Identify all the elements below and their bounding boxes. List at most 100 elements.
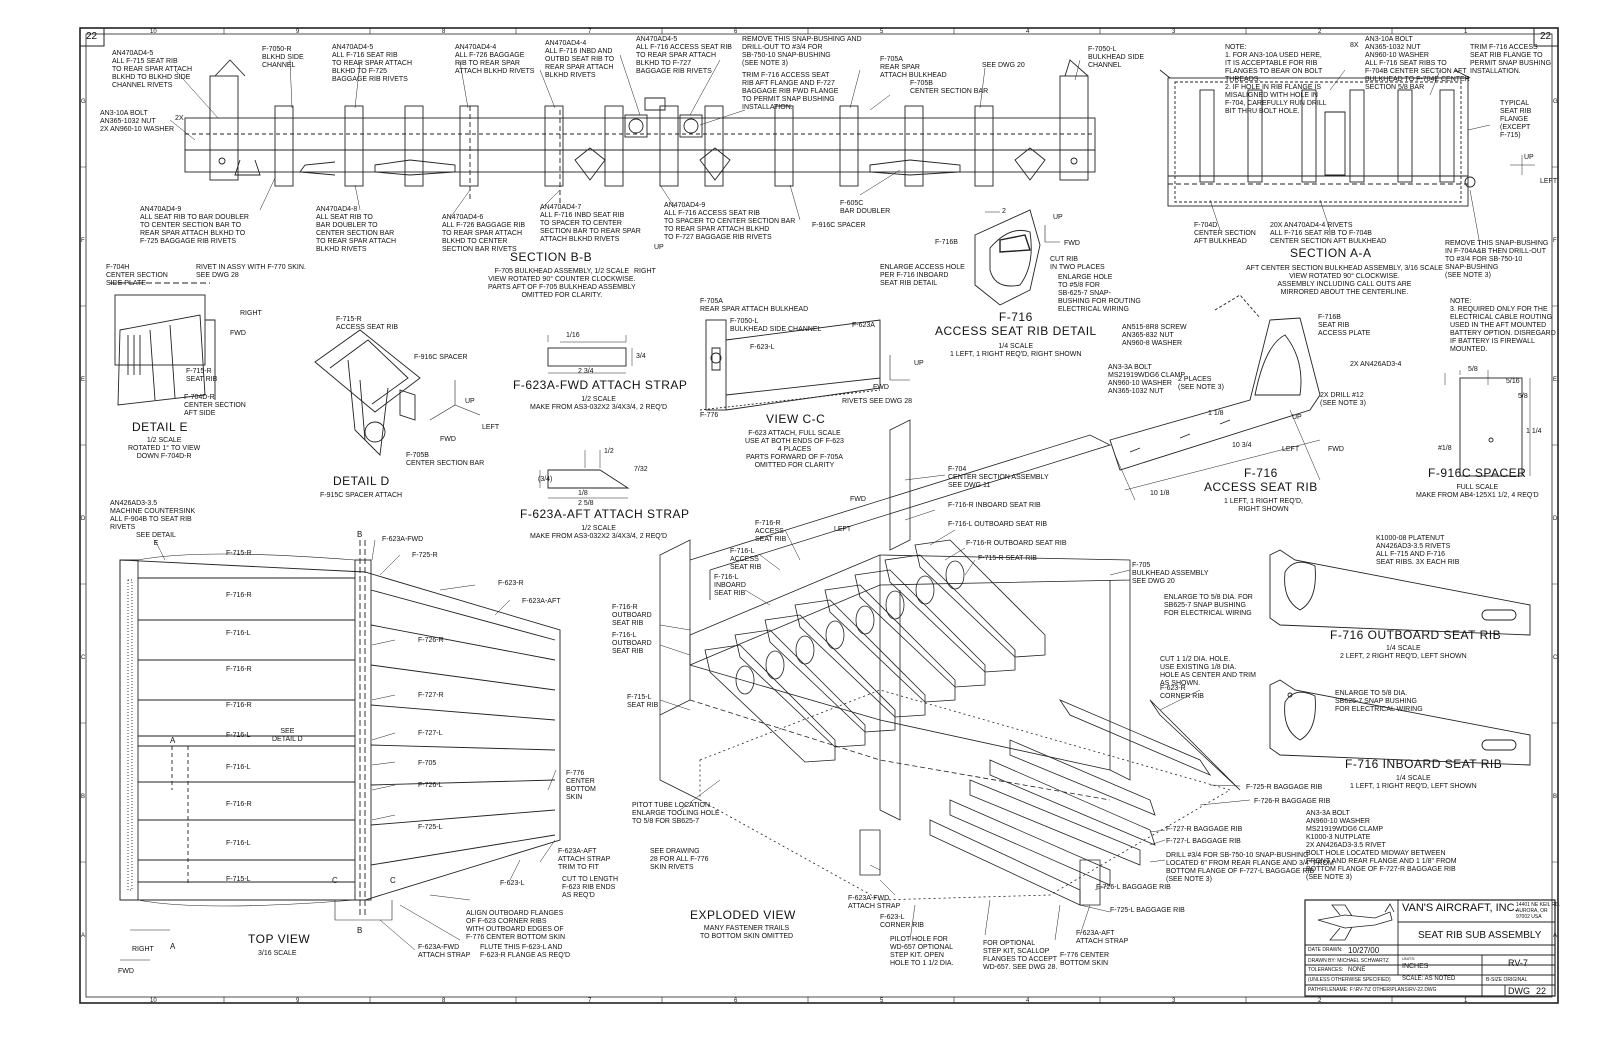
grid-row-label: G (81, 99, 86, 105)
callout: F-727-L BAGGAGE RIB (1166, 838, 1241, 845)
callout: FOR OPTIONAL STEP KIT, SCALLOP FLANGES T… (983, 940, 1058, 971)
access-rib-desc: 1 LEFT, 1 RIGHT REQ'D, RIGHT SHOWN (1224, 498, 1304, 513)
section-mark-b: B (357, 926, 363, 935)
callout: F-776 CENTER BOTTOM SKIN (1060, 952, 1110, 967)
access-detail-desc: 1/4 SCALE 1 LEFT, 1 RIGHT REQ'D, RIGHT S… (950, 343, 1082, 358)
title-block-dwg-number: 22 (1536, 986, 1547, 996)
view-cc-linework (699, 319, 910, 411)
sheet-tab-right (1533, 27, 1559, 47)
callout: F-725-L BAGGAGE RIB (1110, 907, 1185, 914)
grid-col-label: 5 (880, 998, 884, 1004)
note-1: NOTE: 1. FOR AN3-10A USED HERE, IT IS AC… (1225, 44, 1327, 115)
callout: F-715-R SEAT RIB (978, 555, 1037, 562)
dimension: #1/8 (1438, 445, 1452, 452)
section-mark-c: C (390, 876, 396, 885)
callout: F-716-R INBOARD SEAT RIB (948, 502, 1041, 509)
grid-col-label: 6 (734, 998, 738, 1004)
arrow-label-fwd: FWD (440, 436, 456, 443)
grid-col-label: 4 (1026, 29, 1030, 35)
callout: F-726-L (418, 782, 443, 789)
inner-border (85, 33, 1553, 998)
section-mark-a: A (170, 736, 176, 745)
callout: F-727-R (418, 692, 444, 699)
spacer-linework (1444, 370, 1531, 477)
title-block-linework (1304, 899, 1556, 997)
sheet-number-right: 22 (1540, 31, 1552, 42)
callout: SEE DWG 20 (982, 62, 1025, 69)
dimension: 3/4 (636, 353, 646, 360)
callout: AN470AD4-7 ALL F-716 INBD SEAT RIB TO SP… (540, 204, 641, 243)
callout: F-623-L (500, 880, 525, 887)
title-block-tolerances: NONE (1348, 967, 1366, 973)
grid-row-label: F (1553, 238, 1557, 244)
callout: F-7050-R BLKHD SIDE CHANNEL (262, 46, 304, 69)
title-block-company: VAN'S AIRCRAFT, INC. (1402, 902, 1518, 914)
outboard-title: F-716 OUTBOARD SEAT RIB (1330, 628, 1502, 642)
top-view-title: TOP VIEW (248, 932, 311, 946)
callout: FLUTE THIS F-623-L AND F-623-R FLANGE AS… (480, 944, 571, 959)
dimension: 2 5/8 (578, 500, 594, 507)
title-block-path: PATH\FILENAME: F:\RV-7\Z OTHER\PLANS\RV-… (1308, 987, 1437, 993)
callout: TRIM F-716 ACCESS SEAT RIB FLANGE TO PER… (1470, 44, 1552, 75)
callout: 2 PLACES (SEE NOTE 3) (1178, 376, 1224, 391)
grid-col-label: 1 (1464, 998, 1468, 1004)
callout: CUT TO LENGTH F-623 RIB ENDS AS REQ'D (562, 876, 619, 899)
grid-row-label: B (1553, 794, 1558, 800)
callout: AN3-3A BOLT MS21919WDG6 CLAMP AN960-10 W… (1108, 364, 1186, 395)
grid-row-label: C (81, 655, 86, 661)
grid-col-label: 3 (1172, 998, 1176, 1004)
callout: F-716-L (226, 840, 251, 847)
spacer-desc: FULL SCALE MAKE FROM AB4-125X1 1/2, 4 RE… (1416, 484, 1539, 499)
callout: AN426AD3-3.5 MACHINE COUNTERSINK ALL F-9… (110, 500, 196, 531)
callout: F-7050-L BULKHEAD SIDE CHANNEL (1088, 46, 1145, 69)
grid-row-label: G (1553, 99, 1558, 105)
grid-col-label: 3 (1172, 29, 1176, 35)
callout: 2X DRILL #12 (SEE NOTE 3) (1320, 392, 1366, 407)
top-view-desc: 3/16 SCALE (258, 950, 297, 957)
dimension: (3/4) (538, 476, 553, 483)
callout: ENLARGE HOLE TO #5/8 FOR SB-625-7 SNAP- … (1058, 274, 1141, 313)
callout: F-776 (700, 412, 719, 419)
grid-col-label: 4 (1026, 998, 1030, 1004)
callout: F-727-L (418, 730, 443, 737)
dimension: 1/16 (566, 332, 580, 339)
callout: F-715-L (226, 876, 251, 883)
exploded-leaders (659, 474, 1251, 941)
access-rib-linework (1109, 294, 1321, 501)
section-mark-b: B (357, 530, 363, 539)
callout: F-716B SEAT RIB ACCESS PLATE (1318, 314, 1371, 337)
title-block-unless: (UNLESS OTHERWISE SPECIFIED) (1308, 977, 1391, 983)
callout: F-705 BULKHEAD ASSEMBLY SEE DWG 20 (1132, 562, 1209, 585)
dimension: 5/16 (1506, 378, 1520, 385)
callout: F-716-L OUTBOARD SEAT RIB (948, 521, 1048, 528)
callout: F-725-R (412, 552, 438, 559)
callout: 2X AN426AD3-4 (1350, 361, 1402, 368)
callout: F-916C SPACER (414, 354, 468, 361)
callout: F-727-R BAGGAGE RIB (1166, 826, 1243, 833)
callout: F-725-L (418, 824, 443, 831)
title-block-units: INCHES (1402, 963, 1429, 970)
top-view-linework (119, 540, 561, 961)
callout: F-623-L CORNER RIB (880, 914, 924, 929)
access-rib-title: F-716 ACCESS SEAT RIB (1204, 466, 1318, 494)
straps-linework (539, 335, 633, 499)
callout: F-726-L BAGGAGE RIB (1096, 884, 1171, 891)
fwd-strap-title: F-623A-FWD ATTACH STRAP (513, 378, 688, 392)
callout: F-623A-FWD ATTACH STRAP (418, 944, 471, 959)
callout: F-705A REAR SPAR ATTACH BULKHEAD (700, 298, 809, 313)
fwd-strap-desc: 1/2 SCALE MAKE FROM AS3-032X2 3/4X3/4, 2… (530, 396, 668, 411)
callout: F-716-R ACCESS SEAT RIB (755, 520, 787, 543)
callout: F-916C SPACER (812, 222, 866, 229)
callout: F-704D-R CENTER SECTION AFT SIDE (184, 394, 246, 417)
callout: F-623-R CORNER RIB (1160, 685, 1204, 700)
callout: AN470AD4-4 ALL F-726 BAGGAGE RIB TO REAR… (455, 44, 535, 75)
section-aa-leaders (1209, 69, 1535, 246)
callout: AN515-8R8 SCREW AN365-832 NUT AN960-8 WA… (1122, 324, 1187, 347)
title-block-date: 10/27/00 (1348, 946, 1380, 955)
detail-d-title: DETAIL D (333, 474, 390, 488)
arrow-label-right: RIGHT (240, 310, 262, 317)
callout: F-705A REAR SPAR ATTACH BULKHEAD (880, 56, 947, 79)
callout: F-623A-AFT ATTACH STRAP (1076, 930, 1129, 945)
callout: F-716B (935, 239, 958, 246)
